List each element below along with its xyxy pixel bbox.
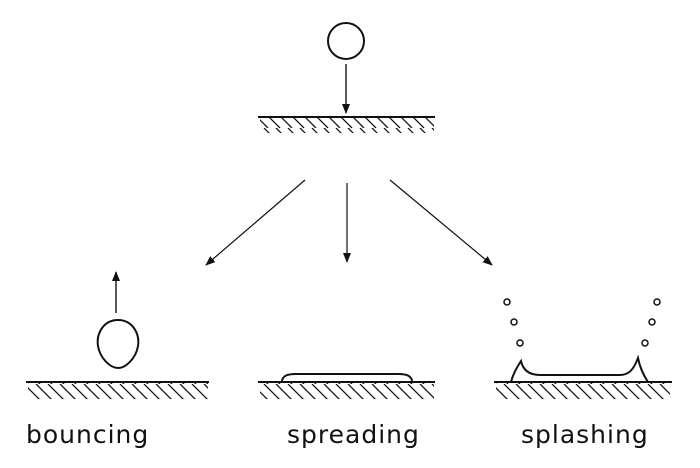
ejected-droplet-right-2	[648, 318, 656, 326]
spread-film	[281, 373, 413, 383]
splashing-surface-hatching	[496, 383, 670, 399]
ejected-droplet-right-1	[653, 298, 661, 306]
ejected-droplet-left-1	[503, 298, 511, 306]
bouncing-scene	[26, 271, 209, 399]
falling-droplet	[327, 22, 365, 60]
initial-impact-group	[258, 22, 435, 133]
outcome-arrows	[205, 179, 493, 266]
spreading-scene	[258, 373, 435, 399]
arrow-to-splashing	[389, 179, 493, 266]
bouncing-surface-hatching	[28, 383, 208, 399]
splashing-scene	[494, 298, 672, 399]
splash-crown	[510, 354, 649, 383]
ejected-droplet-right-3	[641, 339, 649, 347]
ejected-droplet-left-2	[510, 318, 518, 326]
top-surface-hatching	[260, 118, 434, 133]
bouncing-droplet	[96, 318, 140, 370]
arrow-to-bouncing	[205, 179, 306, 266]
spreading-surface-hatching	[260, 383, 434, 399]
bouncing-label: bouncing	[26, 420, 150, 449]
ejected-droplet-left-3	[516, 339, 524, 347]
spreading-label: spreading	[287, 420, 420, 449]
splashing-label: splashing	[521, 420, 649, 449]
